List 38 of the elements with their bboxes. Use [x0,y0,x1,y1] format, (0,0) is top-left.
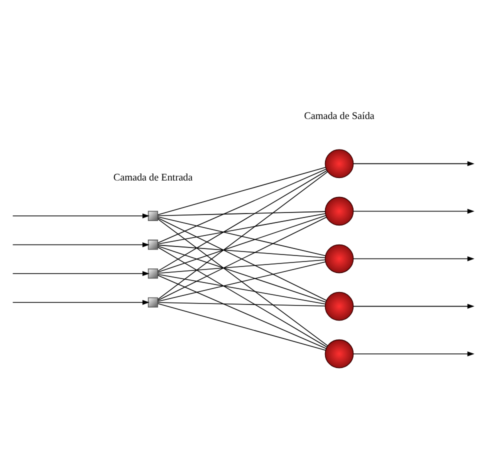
connector [158,171,328,300]
label: Camada de Saída [304,110,374,122]
node-box [148,268,158,279]
node-box [148,240,158,250]
arrow [12,242,150,248]
connector [158,275,326,349]
node-circle [324,196,354,226]
arrow [12,213,150,218]
node-circle [324,292,354,321]
connector [158,168,326,244]
connector [158,261,326,302]
node-circle [324,339,354,368]
arrow [352,208,474,214]
connector [158,244,326,258]
node-circle [324,244,354,274]
node-circle [324,149,354,178]
connector [158,302,326,306]
connector [158,216,326,256]
connector [158,170,328,272]
connector [158,303,326,351]
connector [158,246,326,302]
label: Camada de Entrada [113,172,193,184]
arrow [352,256,474,262]
connector [158,211,326,216]
node-box [148,210,158,221]
connector [158,274,326,304]
connector [158,166,326,216]
arrow [352,161,474,166]
connector [158,213,326,244]
connector [158,259,326,274]
connector [158,215,326,273]
arrow [352,304,474,309]
arrow [12,300,150,305]
node-box [148,297,158,308]
connector [158,246,328,348]
connector [158,218,328,346]
arrow [12,271,150,276]
arrow [352,351,474,356]
